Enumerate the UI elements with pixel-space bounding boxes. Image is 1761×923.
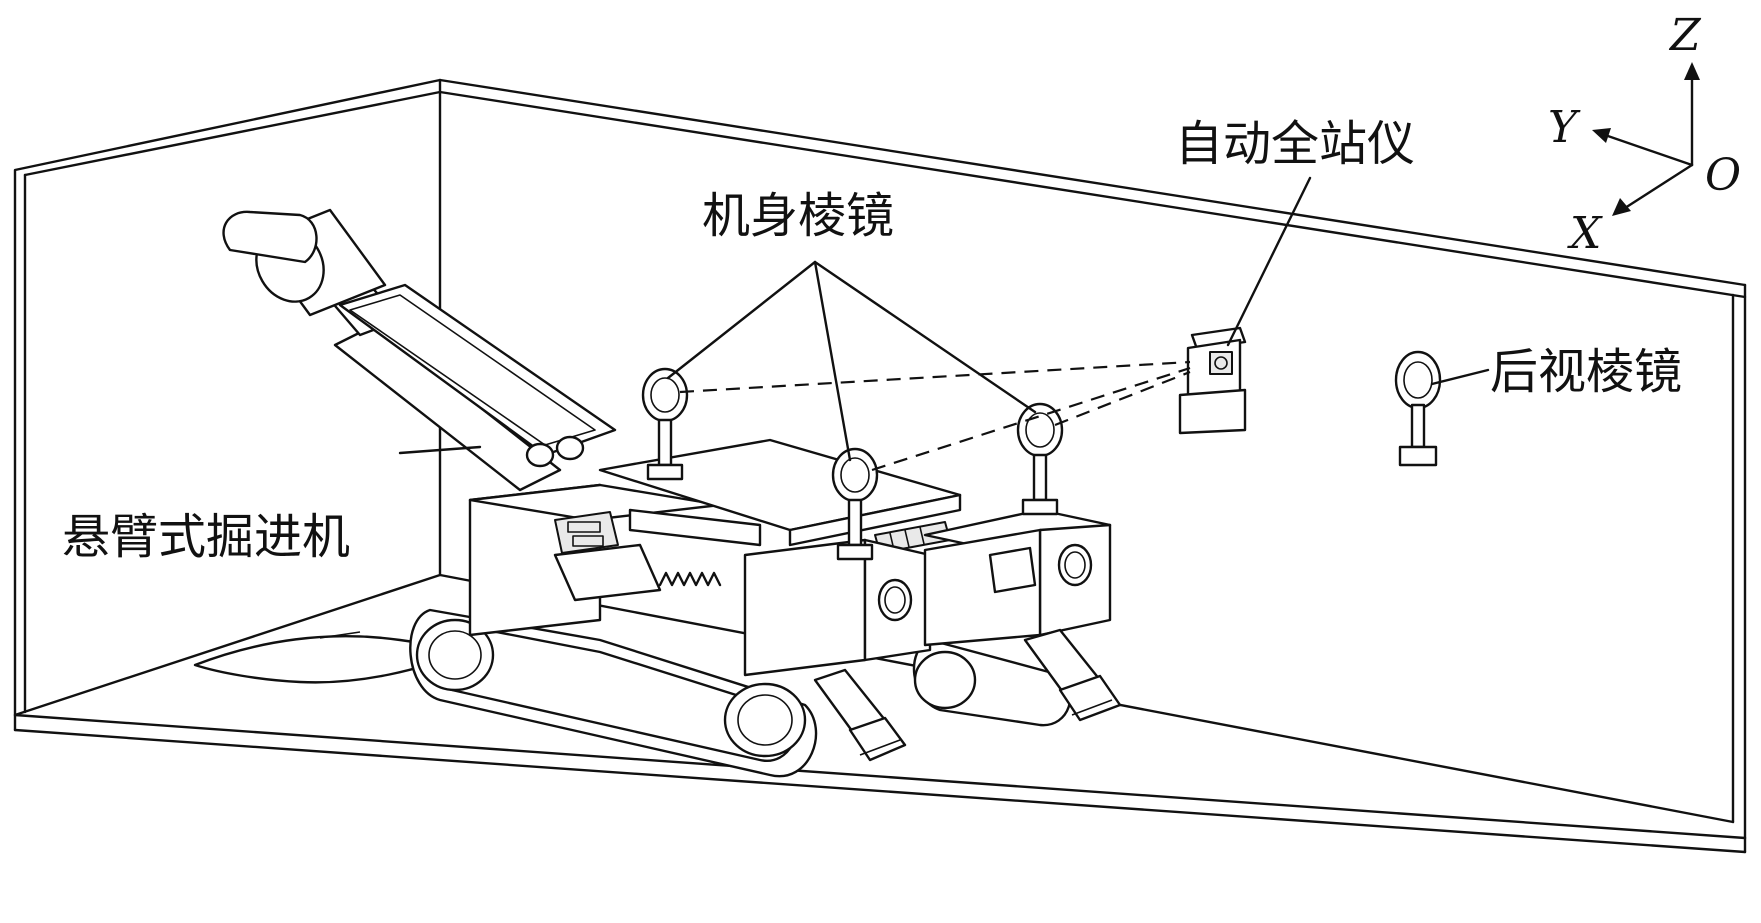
left-crawler-track xyxy=(409,608,818,778)
cutting-head xyxy=(222,210,318,264)
total-station-device xyxy=(1178,326,1247,435)
body-port-2 xyxy=(1057,543,1093,587)
body-prism-2 xyxy=(831,447,879,561)
body-port-1 xyxy=(877,578,913,622)
x-arrow-icon xyxy=(1612,198,1631,216)
track-wheel-3 xyxy=(913,650,977,710)
side-box xyxy=(988,546,1037,594)
axis-label-z: Z xyxy=(1668,10,1702,61)
body-prism-3 xyxy=(1016,402,1064,516)
operator-console xyxy=(553,543,662,602)
track-wheel-1 xyxy=(415,618,495,692)
outrigger-right xyxy=(1023,628,1122,722)
axis-label-x: X xyxy=(1567,208,1603,259)
axis-label-origin: O xyxy=(1705,150,1741,201)
coordinate-axes: Z Y X O xyxy=(1548,10,1741,259)
sight-lines xyxy=(679,360,1191,472)
y-arrow-icon xyxy=(1592,128,1611,143)
floor-front-edge xyxy=(13,713,1747,840)
label-backsight-prism: 后视棱镜 xyxy=(1490,344,1682,400)
back-wall-top xyxy=(438,78,1747,287)
label-total-station: 自动全站仪 xyxy=(1175,116,1415,172)
z-arrow-icon xyxy=(1684,62,1700,80)
label-body-prism: 机身棱镜 xyxy=(702,188,894,244)
outrigger-left xyxy=(813,668,907,762)
body-middle-front xyxy=(743,538,867,677)
track-wheel-2 xyxy=(723,682,807,758)
body-prism-1 xyxy=(641,367,689,481)
spring xyxy=(658,571,722,587)
leader-lines xyxy=(398,176,1490,462)
axis-label-y: Y xyxy=(1548,102,1581,153)
hydraulic-cylinder xyxy=(628,508,762,547)
roadway-box xyxy=(13,78,1747,854)
backsight-prism-device xyxy=(1394,350,1442,467)
roadheader-machine xyxy=(193,208,1122,778)
boom-cover xyxy=(338,283,617,457)
left-wall xyxy=(13,78,442,717)
label-roadheader: 悬臂式掘进机 xyxy=(62,509,350,565)
